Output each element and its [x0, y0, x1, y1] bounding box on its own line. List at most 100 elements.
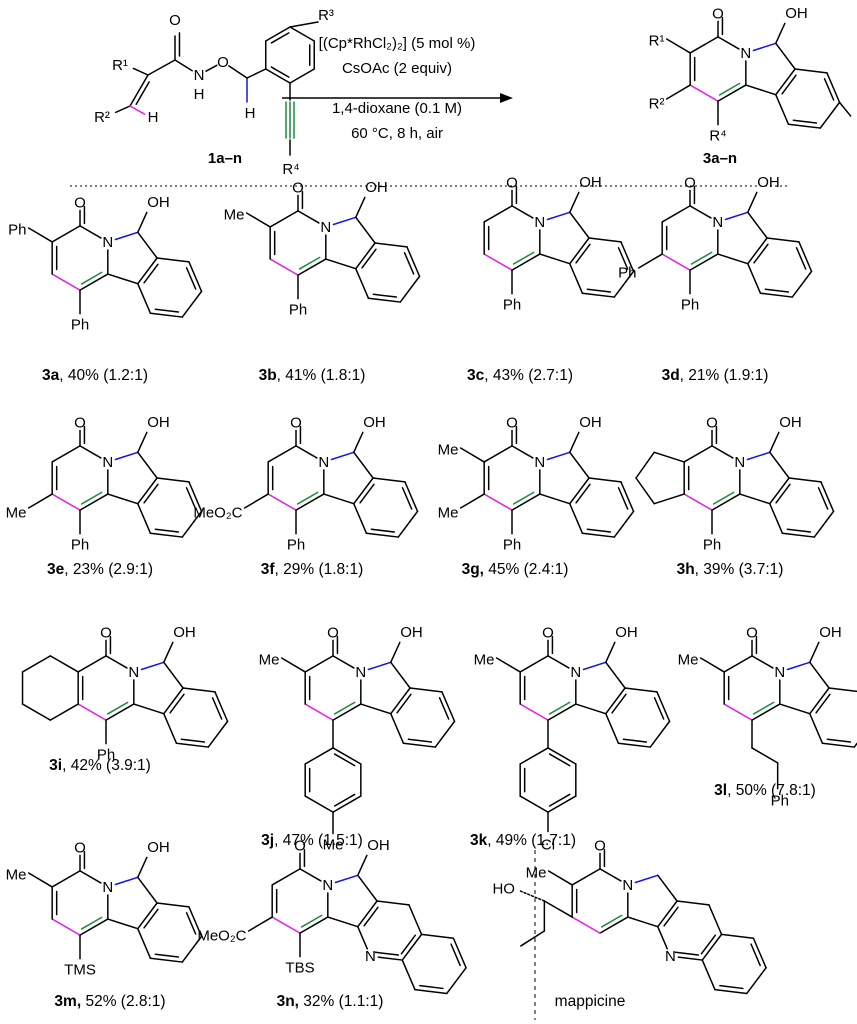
bond — [653, 451, 685, 463]
bond — [539, 253, 571, 265]
bond — [137, 876, 158, 904]
double-bond-line — [400, 934, 417, 955]
nitrogen-label: N — [355, 664, 366, 681]
compound-caption: 3e, 23% (2.9:1) — [47, 561, 153, 578]
bond — [163, 687, 184, 715]
new-cc-bond — [661, 253, 691, 271]
bond — [689, 253, 719, 271]
double-bond-line — [674, 951, 700, 956]
bond — [547, 795, 577, 813]
bond — [390, 661, 411, 689]
bond — [711, 445, 734, 459]
bond — [365, 532, 400, 538]
new-cn-bond — [634, 874, 659, 884]
bond — [547, 655, 570, 669]
double-bond-line — [690, 251, 713, 265]
compound-caption: mappicine — [555, 993, 626, 1010]
bond — [265, 26, 291, 42]
double-bond-line — [586, 528, 612, 533]
double-bond-line — [611, 693, 627, 714]
bond — [495, 657, 521, 673]
bond — [357, 900, 378, 928]
bond — [747, 191, 758, 214]
bond — [599, 868, 622, 882]
double-bond-line — [296, 491, 319, 505]
double-bond-line — [438, 697, 450, 720]
bond — [401, 933, 423, 961]
double-bond-line — [407, 738, 433, 743]
compound-id: 3i — [49, 757, 62, 774]
compound-yield: 45% (2.4:1) — [484, 561, 568, 578]
hydroxyl-label: OH — [367, 837, 390, 854]
oxygen-label: O — [506, 414, 518, 431]
substituent-ll: MeO₂C — [197, 928, 246, 945]
compound-id: 3c — [467, 367, 485, 384]
bond — [653, 493, 685, 505]
bond — [137, 282, 152, 314]
bond — [519, 795, 549, 813]
new-cc-bond — [269, 258, 299, 276]
substituent-ul: Me — [6, 866, 27, 883]
double-bond-line — [80, 916, 103, 930]
bond — [265, 68, 291, 84]
double-bond-line — [792, 119, 818, 124]
new-cn-bond — [330, 451, 355, 461]
bond — [129, 74, 149, 107]
oxygen-label: O — [74, 839, 86, 856]
bond — [367, 297, 402, 303]
new-cn-bond — [334, 874, 359, 884]
condition-solvent: 1,4-dioxane (0.1 M) — [332, 100, 462, 117]
condition-catalyst: [(Cp*RhCl₂)₂] (5 mol %) — [319, 35, 476, 52]
bond — [627, 916, 659, 928]
oxygen-label: O — [290, 414, 302, 431]
new-cn-bond — [752, 42, 777, 52]
substituent-ul: Me — [438, 441, 459, 458]
compound-id: 3d — [662, 367, 680, 384]
substituent-ul: Me — [526, 864, 547, 881]
bond — [149, 532, 184, 538]
bond — [569, 237, 590, 265]
new-cn-bond — [786, 661, 811, 671]
bond — [620, 481, 635, 513]
bond — [711, 493, 741, 511]
reaction-header: [(Cp*RhCl₂)₂] (5 mol %) CsOAc (2 equiv) … — [208, 35, 737, 167]
oxygen-label: O — [712, 5, 724, 22]
bond — [657, 874, 678, 902]
bond — [181, 935, 203, 963]
bond — [228, 65, 248, 79]
new-cn-bond — [140, 661, 165, 671]
compound-yield: , 41% (1.8:1) — [277, 367, 366, 384]
bond — [27, 493, 53, 509]
bond — [188, 261, 203, 293]
compound-caption: 3i, 42% (3.9:1) — [49, 757, 151, 774]
hydroxyl-label: OH — [757, 174, 780, 191]
nitrogen-label: N — [534, 454, 545, 471]
bond — [107, 273, 139, 285]
oxygen-label: O — [506, 174, 518, 191]
substituent-b: Ph — [71, 537, 89, 554]
substituent-r3: R³ — [318, 7, 334, 24]
ether-oxygen: O — [217, 54, 229, 71]
double-bond-line — [401, 487, 413, 510]
bond — [355, 196, 366, 219]
bond — [569, 191, 580, 214]
bond — [775, 93, 790, 125]
new-cn-bond — [582, 661, 607, 671]
double-bond-line — [718, 82, 741, 96]
double-bond-line — [817, 487, 829, 510]
bond — [147, 59, 176, 76]
bond — [747, 262, 762, 294]
new-cc-bond — [483, 253, 513, 271]
bond — [747, 237, 768, 265]
compound-yield: 32% (1.1:1) — [299, 993, 383, 1010]
bond — [809, 687, 830, 715]
bond — [809, 661, 830, 689]
compound-caption: 3d, 21% (1.9:1) — [662, 367, 769, 384]
substituent-r1: R¹ — [112, 57, 128, 74]
